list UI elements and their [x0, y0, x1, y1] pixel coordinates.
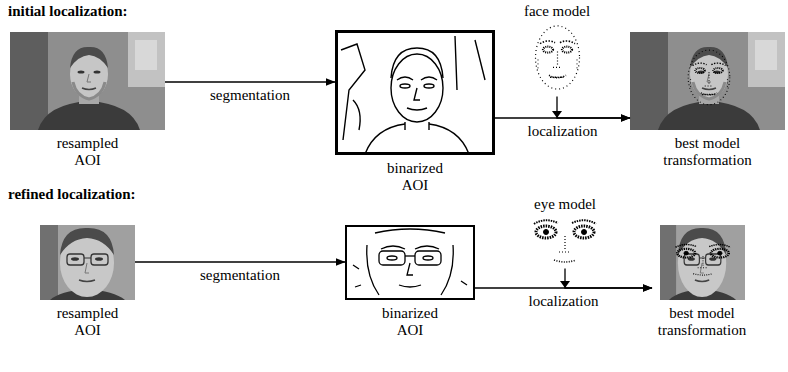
edge-label: localization [526, 123, 600, 140]
image-panel: best model transformation [630, 32, 785, 168]
image-panel: resampled AOI [10, 32, 165, 168]
fitted-eye-photo [660, 225, 745, 300]
flow-arrow [135, 261, 345, 262]
image-panel: eye model [525, 196, 605, 269]
image-caption: face model [517, 3, 597, 20]
face-model-image [536, 26, 580, 89]
image-panel: face model [517, 3, 597, 97]
image-caption: binarized AOI [373, 305, 448, 338]
row-heading: initial localization: [8, 3, 128, 20]
row-heading: refined localization: [8, 186, 136, 203]
image-panel: resampled AOI [40, 225, 135, 338]
image-caption: binarized AOI [378, 160, 453, 193]
edge-label: segmentation [198, 267, 282, 284]
image-panel: binarized AOI [335, 30, 495, 193]
image-panel: binarized AOI [345, 225, 475, 338]
image-caption: eye model [525, 196, 605, 213]
face-photo [40, 225, 135, 300]
binarized-image [346, 226, 474, 299]
image-caption: best model transformation [653, 135, 763, 168]
image-panel: best model transformation [652, 225, 752, 338]
image-caption: resampled AOI [48, 135, 128, 168]
flow-arrow [165, 81, 335, 82]
edge-label: segmentation [208, 87, 292, 104]
eye-model-image [534, 220, 596, 262]
fitted-face-photo [630, 32, 785, 130]
flow-arrow [557, 97, 630, 119]
image-caption: resampled AOI [48, 305, 128, 338]
image-caption: best model transformation [652, 305, 752, 338]
binarized-image [337, 32, 494, 155]
edge-label: localization [527, 293, 601, 310]
flow-arrow [565, 269, 652, 289]
face-photo [10, 32, 165, 130]
